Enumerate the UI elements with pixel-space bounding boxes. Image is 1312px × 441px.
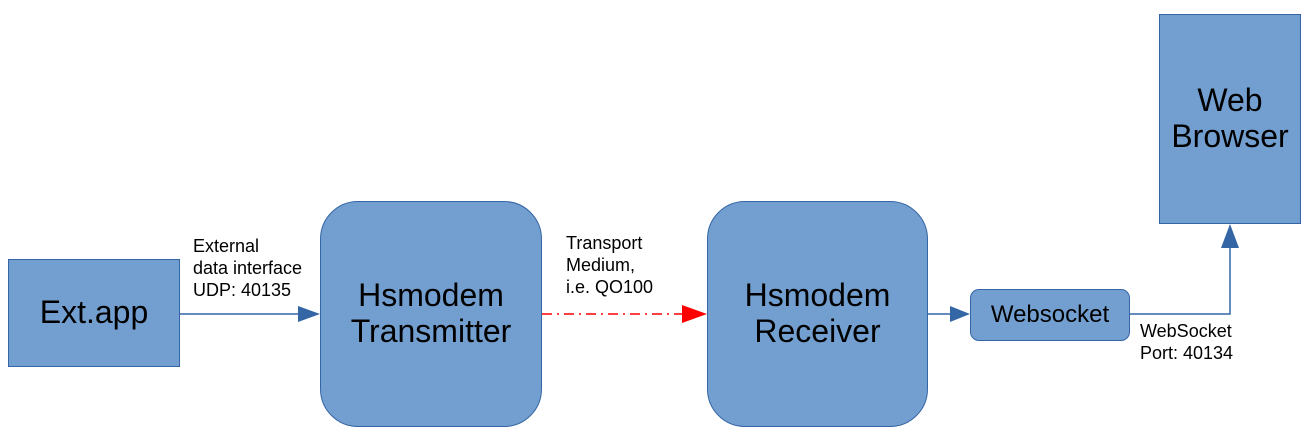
transmitter-label-line1: Hsmodem — [358, 277, 504, 314]
websocket-port-label: WebSocket Port: 40134 — [1140, 320, 1233, 364]
websocket-port-line1: WebSocket — [1140, 321, 1232, 341]
receiver-label-line2: Receiver — [754, 313, 881, 349]
transport-medium-line2: Medium, — [566, 255, 636, 275]
receiver-label-line1: Hsmodem — [744, 277, 891, 314]
external-interface-line2: data interface — [193, 258, 303, 278]
browser-label-line2: Browser — [1171, 118, 1289, 154]
receiver-to-websocket-arrowhead — [950, 306, 970, 322]
websocket-to-browser-line — [1130, 244, 1231, 315]
ext-app-box: Ext.app — [8, 259, 180, 367]
ext-app-label: Ext.app — [39, 294, 149, 331]
ext-to-transmitter-arrowhead — [298, 306, 320, 322]
hsmodem-transmitter-box: Hsmodem Transmitter — [320, 201, 542, 427]
websocket-to-browser-arrowhead — [1221, 224, 1239, 248]
transport-arrowhead — [682, 305, 707, 323]
external-interface-line1: External — [193, 236, 260, 256]
transport-medium-label: Transport Medium, i.e. QO100 — [566, 232, 653, 298]
transport-medium-line3: i.e. QO100 — [566, 277, 654, 297]
external-interface-line3: UDP: 40135 — [193, 280, 292, 300]
hsmodem-receiver-box: Hsmodem Receiver — [707, 201, 928, 427]
web-browser-box: Web Browser — [1159, 14, 1301, 224]
transport-medium-line1: Transport — [566, 233, 643, 253]
websocket-box: Websocket — [970, 289, 1130, 341]
transmitter-label-line2: Transmitter — [350, 313, 512, 349]
websocket-label: Websocket — [990, 300, 1110, 328]
browser-label-line1: Web — [1197, 82, 1263, 119]
websocket-port-line2: Port: 40134 — [1140, 343, 1234, 363]
external-interface-label: External data interface UDP: 40135 — [193, 235, 302, 301]
